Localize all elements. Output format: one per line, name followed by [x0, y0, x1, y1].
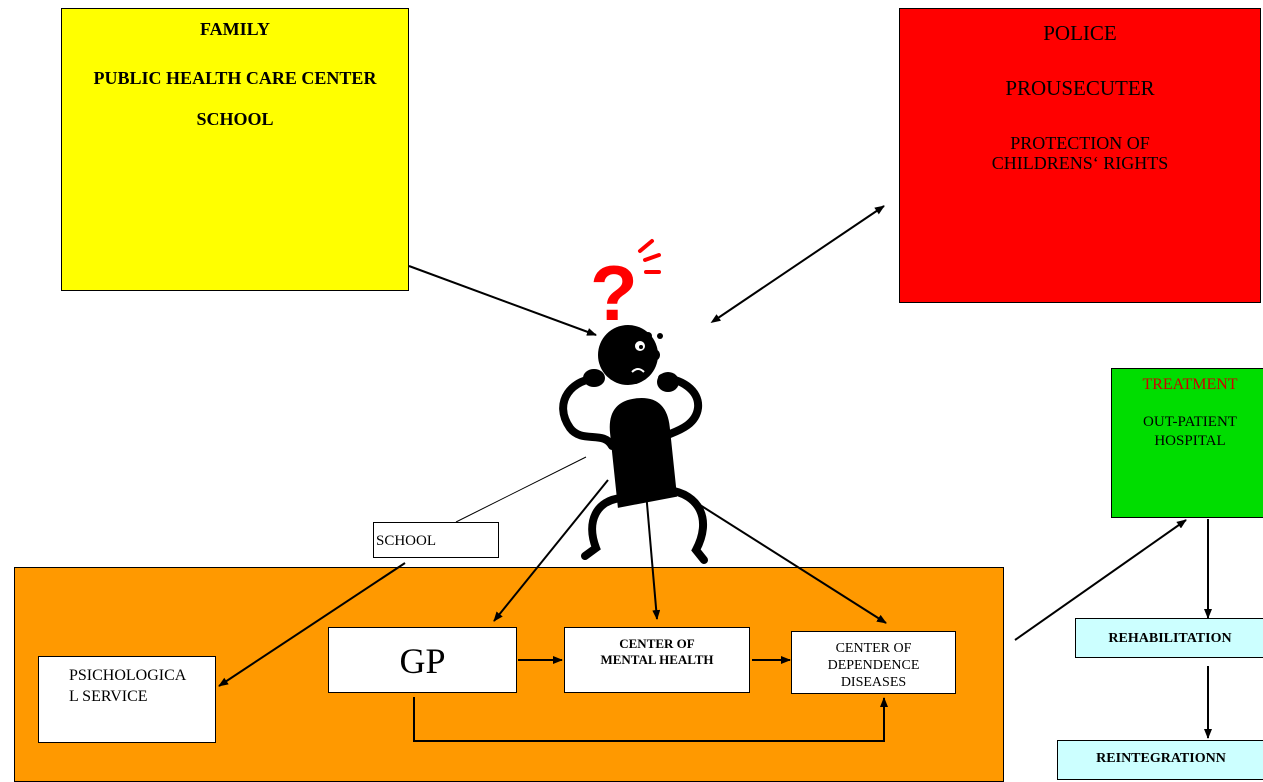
dependence-label: CENTER OF DEPENDENCE DISEASES [827, 641, 920, 690]
body-icon [609, 398, 678, 508]
gp-label: GP [399, 641, 446, 681]
family-box: FAMILY PUBLIC HEALTH CARE CENTER SCHOOL [61, 8, 409, 291]
mental-health-label: CENTER OF MENTAL HEALTH [600, 636, 714, 667]
family-school-label: SCHOOL [196, 109, 274, 129]
dependence-box: CENTER OF DEPENDENCE DISEASES [791, 631, 956, 694]
treatment-box: TREATMENT OUT-PATIENT HOSPITAL [1111, 368, 1263, 518]
treatment-label: TREATMENT [1142, 376, 1238, 393]
rehabilitation-label: REHABILITATION [1108, 631, 1232, 646]
question-mark-icon: ? [590, 249, 638, 337]
reintegration-box: REINTEGRATIONN [1057, 740, 1263, 780]
rehabilitation-box: REHABILITATION [1075, 618, 1263, 658]
protection-label: PROTECTION OF CHILDRENS‘ RIGHTS [991, 133, 1169, 173]
arrow-child-to-gp [493, 479, 609, 622]
mental-health-box: CENTER OF MENTAL HEALTH [564, 627, 750, 693]
police-box: POLICE PROUSECUTER PROTECTION OF CHILDRE… [899, 8, 1261, 303]
arrow-services-to-treatment [1014, 519, 1187, 641]
school-box: SCHOOL [373, 522, 499, 558]
out-patient-hospital-label: OUT-PATIENT HOSPITAL [1143, 414, 1237, 449]
arrow-police-child [710, 205, 885, 324]
arrow-gp-to-dependence-bypass [413, 697, 888, 742]
psichological-service-label: PSICHOLOGICAL SERVICE [69, 667, 187, 705]
confused-child-figure: ? [559, 239, 708, 564]
arrow-child-to-dependence [699, 504, 887, 624]
arrow-child-to-mental-health [645, 491, 661, 620]
police-label: POLICE [1043, 21, 1117, 45]
public-health-care-center-label: PUBLIC HEALTH CARE CENTER [93, 68, 377, 88]
school-connector-line [455, 456, 587, 523]
prousecuter-label: PROUSECUTER [1005, 76, 1155, 100]
surprise-marks-icon [638, 239, 661, 274]
arrow-school-to-psichological [218, 562, 406, 687]
family-label: FAMILY [199, 19, 270, 39]
school-box-label: SCHOOL [376, 533, 437, 549]
gp-box: GP [328, 627, 517, 693]
reintegration-label: REINTEGRATIONN [1096, 751, 1226, 766]
arrow-family-to-child [408, 265, 597, 336]
psichological-service-box: PSICHOLOGICAL SERVICE [38, 656, 216, 743]
